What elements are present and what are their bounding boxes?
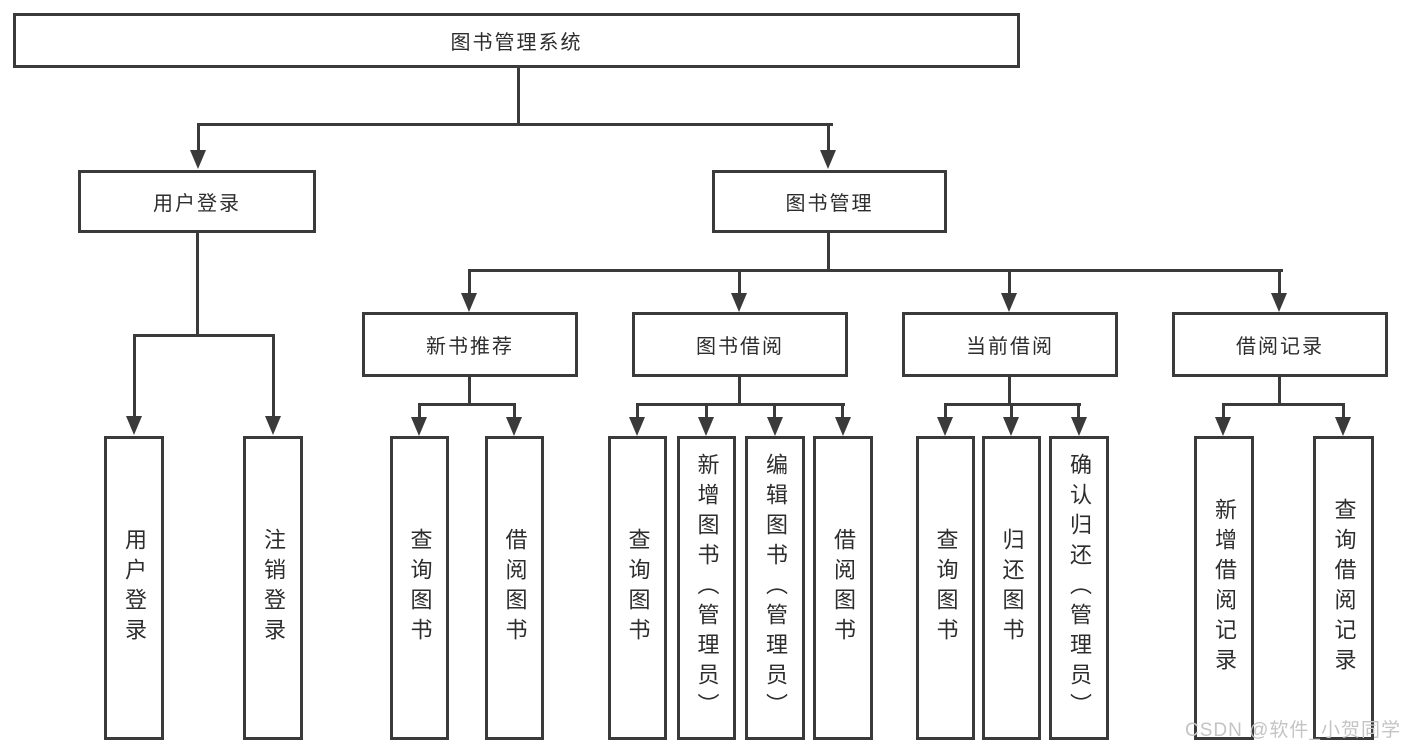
node-book-borrow: 图书借阅 [632,312,848,377]
connector-line [636,403,639,419]
arrow-down-icon [1001,293,1017,312]
leaf-query-books-borrow: 查询图书 [608,436,667,740]
connector-line [517,68,520,126]
connector-line [513,403,516,419]
connector-line [705,403,708,419]
leaf-confirm-return-admin: 确认归还（管理员） [1049,436,1109,740]
node-book-management: 图书管理 [712,170,947,233]
arrow-down-icon [731,293,747,312]
connector-line [738,269,741,295]
arrow-down-icon [126,416,142,435]
leaf-add-book-admin: 新增图书（管理员） [677,436,736,740]
connector-line [468,269,471,295]
connector-line [636,403,845,406]
connector-line [133,334,136,418]
connector-line [1278,269,1281,295]
arrow-down-icon [698,417,714,436]
connector-line [272,334,275,418]
connector-line [1077,403,1080,419]
node-new-book-recommend: 新书推荐 [362,312,578,377]
watermark: CSDN @软件_小贺同学 [1185,720,1401,741]
arrow-down-icon [1003,417,1019,436]
leaf-query-books-recommend: 查询图书 [390,436,449,740]
arrow-down-icon [190,150,206,169]
connector-line [418,403,421,419]
node-current-borrow: 当前借阅 [902,312,1118,377]
connector-line [196,233,199,337]
connector-line [841,403,844,419]
connector-line [468,269,1283,272]
leaf-borrow-books-recommend: 借阅图书 [485,436,544,740]
connector-line [1278,377,1281,406]
node-root: 图书管理系统 [13,13,1020,68]
arrow-down-icon [767,417,783,436]
arrow-down-icon [820,150,836,169]
arrow-down-icon [1215,417,1231,436]
connector-line [468,377,471,406]
leaf-logout: 注销登录 [243,436,303,740]
arrow-down-icon [1335,417,1351,436]
connector-line [1222,403,1345,406]
leaf-add-borrow-record: 新增借阅记录 [1194,436,1254,740]
connector-line [1010,403,1013,419]
arrow-down-icon [265,416,281,435]
connector-line [197,123,833,126]
connector-line [1342,403,1345,419]
arrow-down-icon [506,417,522,436]
arrow-down-icon [1271,293,1287,312]
leaf-edit-book-admin: 编辑图书（管理员） [745,436,805,740]
leaf-borrow-books: 借阅图书 [813,436,873,740]
arrow-down-icon [835,417,851,436]
arrow-down-icon [937,417,953,436]
connector-line [197,123,200,153]
arrow-down-icon [461,293,477,312]
connector-line [133,334,275,337]
arrow-down-icon [411,417,427,436]
leaf-query-books-current: 查询图书 [916,436,975,740]
arrow-down-icon [629,417,645,436]
connector-line [1008,269,1011,295]
connector-line [1222,403,1225,419]
node-borrow-records: 借阅记录 [1172,312,1388,377]
leaf-return-book: 归还图书 [982,436,1041,740]
leaf-user-login: 用户登录 [104,436,164,740]
arrow-down-icon [1071,417,1087,436]
connector-line [418,403,516,406]
connector-line [827,233,830,271]
connector-line [1008,377,1011,406]
connector-line [944,403,947,419]
connector-line [773,403,776,419]
connector-line [738,377,741,406]
connector-line [827,123,830,153]
leaf-query-borrow-record: 查询借阅记录 [1313,436,1374,740]
node-user-login: 用户登录 [78,170,316,233]
